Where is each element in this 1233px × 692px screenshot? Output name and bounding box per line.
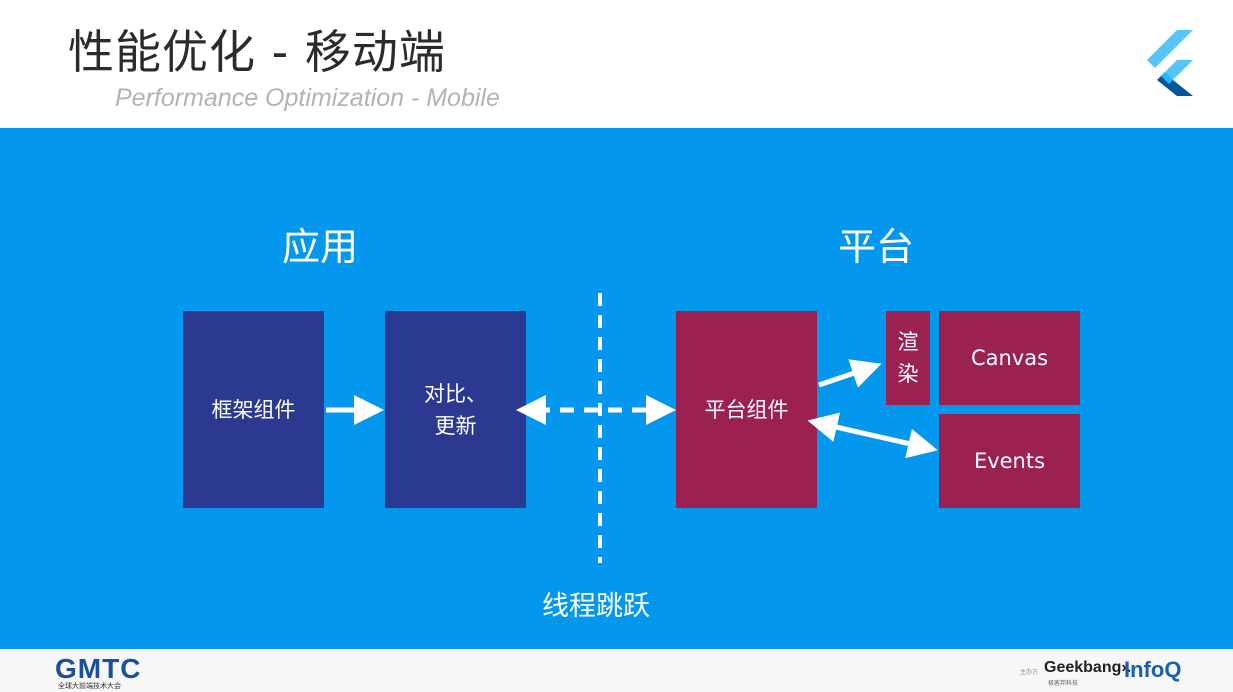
events-box: Events bbox=[939, 414, 1080, 508]
arrow-platform-events bbox=[807, 412, 938, 459]
infoq-logo: InfoQ bbox=[1124, 657, 1182, 682]
geekbang-logo: Geekbang›. bbox=[1044, 659, 1132, 676]
platform-widget-box: 平台组件 bbox=[676, 311, 817, 508]
footer: GMTC 全球大前端技术大会 主办方 Geekbang›. 极客邦科技 Info… bbox=[0, 649, 1233, 692]
diff-update-label: 对比、 更新 bbox=[424, 381, 487, 438]
slide-title: 性能优化 - 移动端 bbox=[68, 25, 446, 79]
events-label: Events bbox=[973, 449, 1046, 473]
app-heading: 应用 bbox=[282, 225, 359, 269]
diagram-panel: 应用 平台 框架组件 对比、 更新 平台组件 渲 染 Canvas Events bbox=[0, 128, 1233, 649]
slide-subtitle: Performance Optimization - Mobile bbox=[115, 84, 500, 112]
canvas-box: Canvas bbox=[939, 311, 1080, 405]
gmtc-subtitle: 全球大前端技术大会 bbox=[58, 682, 121, 690]
framework-widget-box: 框架组件 bbox=[183, 311, 324, 508]
framework-widget-label: 框架组件 bbox=[211, 397, 296, 422]
diff-update-box: 对比、 更新 bbox=[385, 311, 526, 508]
render-label: 渲 染 bbox=[897, 330, 919, 386]
thread-jump-caption: 线程跳跃 bbox=[542, 591, 650, 622]
diagram-connectors bbox=[326, 293, 938, 563]
geekbang-subtitle: 极客邦科技 bbox=[1048, 680, 1079, 687]
platform-widget-label: 平台组件 bbox=[704, 397, 789, 422]
arrow-platform-to-render bbox=[818, 359, 882, 388]
sponsor-prefix: 主办方 bbox=[1020, 669, 1039, 676]
header: 性能优化 - 移动端 Performance Optimization - Mo… bbox=[0, 0, 1233, 128]
canvas-label: Canvas bbox=[970, 346, 1049, 370]
platform-heading: 平台 bbox=[838, 225, 915, 269]
flutter-logo-icon bbox=[1147, 30, 1193, 96]
render-box: 渲 染 bbox=[886, 311, 930, 405]
gmtc-logo: GMTC bbox=[55, 653, 142, 684]
